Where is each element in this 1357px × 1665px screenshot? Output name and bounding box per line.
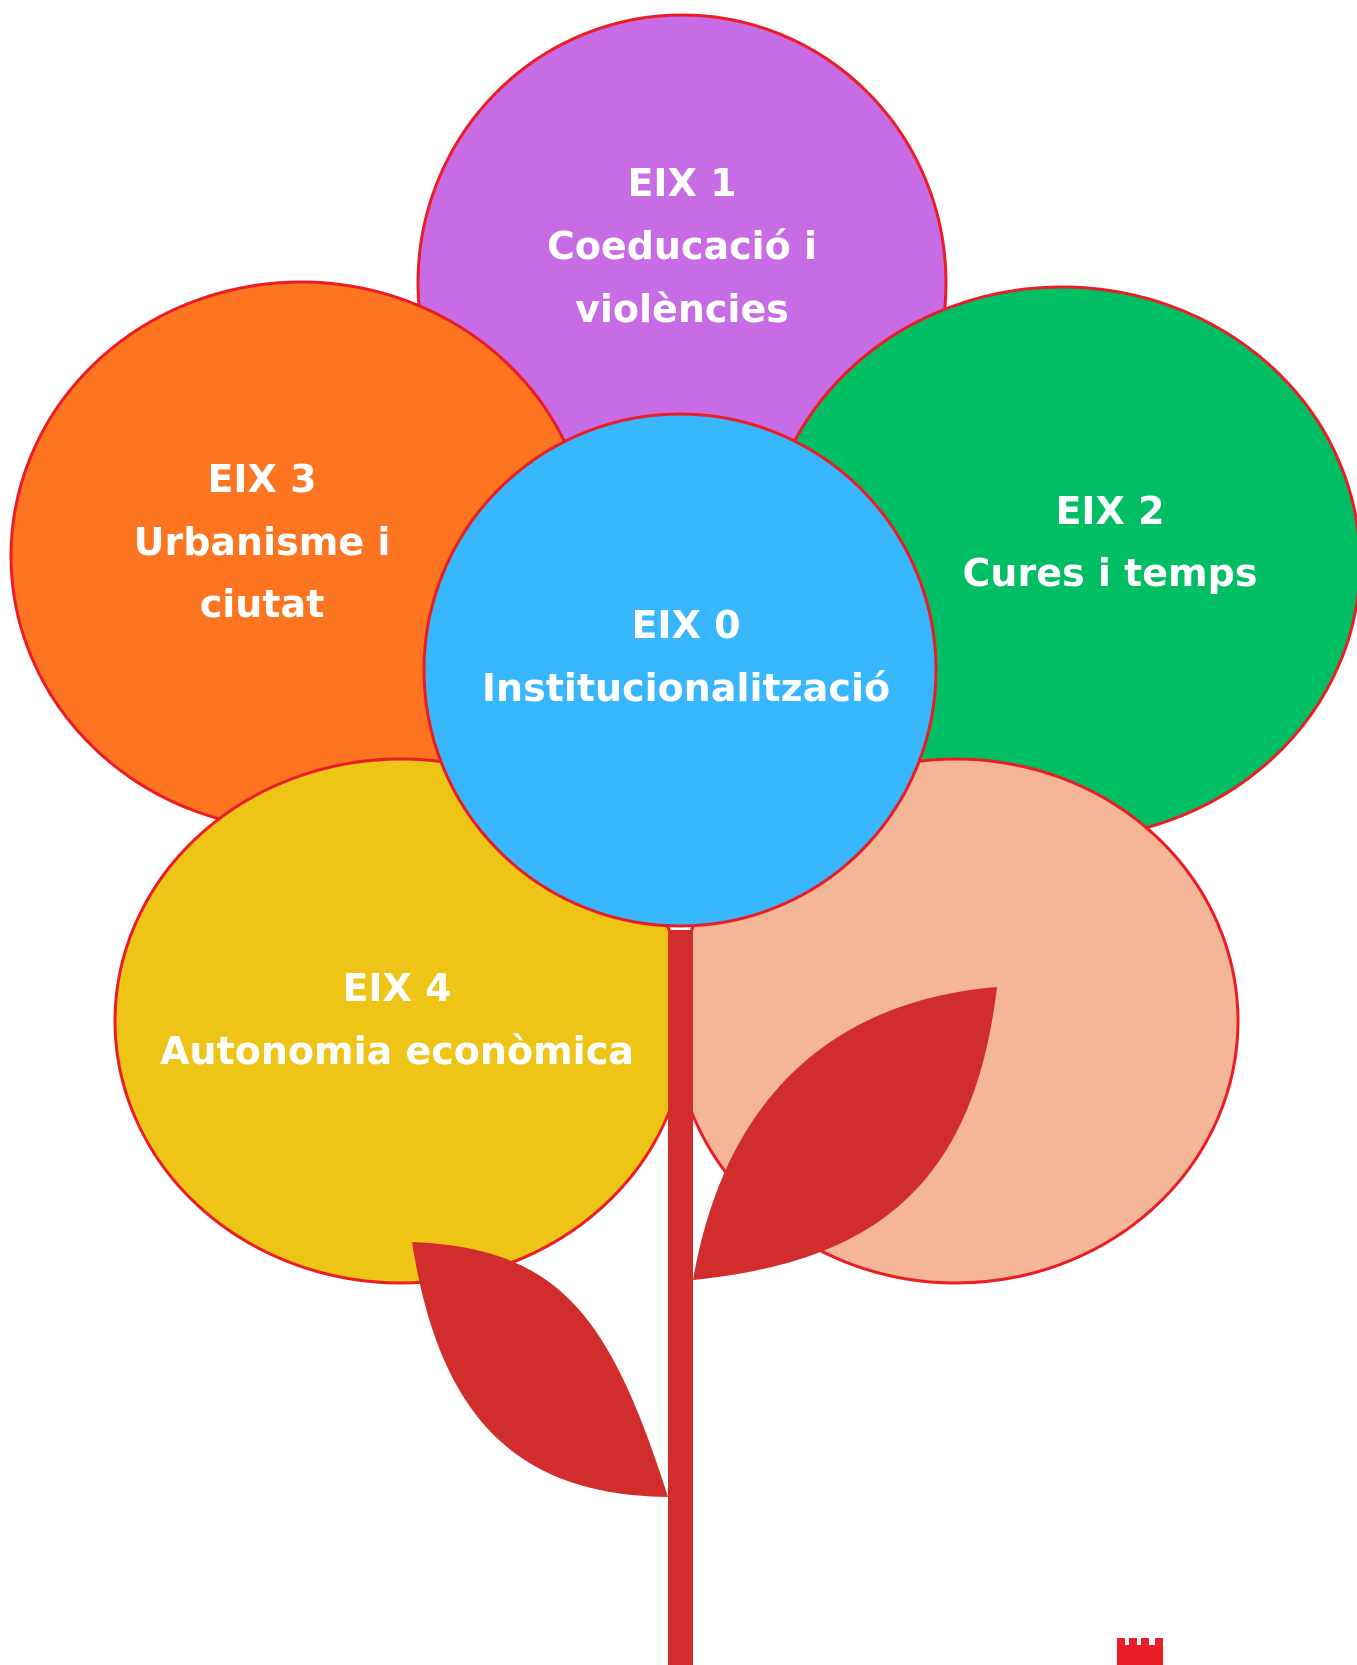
right-leaf [693,987,997,1280]
petal-eix-0-line-1: Institucionalització [482,666,890,710]
petal-eix-0-title: EIX 0 [631,603,740,647]
petal-eix-1-line-2: violències [575,287,789,331]
crest-merlon-4 [1155,1638,1163,1646]
petal-eix-0: EIX 0 Institucionalització [422,412,938,928]
petal-eix-4-line-1: Autonomia econòmica [160,1029,634,1073]
crest-merlon-2 [1129,1638,1137,1646]
crest-merlon-3 [1141,1638,1149,1646]
petal-eix-3-title: EIX 3 [207,457,316,501]
stem-with-leaves [412,930,997,1665]
stem [668,930,693,1665]
petal-eix-1-line-1: Coeducació i [547,224,817,268]
petal-eix-2-line-1: Cures i temps [963,551,1258,595]
petal-eix-4-title: EIX 4 [342,966,451,1010]
left-leaf [412,1242,668,1497]
petal-eix-1-title: EIX 1 [627,161,736,205]
petal-eix-3-line-2: ciutat [200,582,325,626]
petal-eix-3-line-1: Urbanisme i [134,520,391,564]
petal-eix-0-shape [422,412,938,928]
crest-merlon-1 [1117,1638,1125,1646]
crest-base [1117,1645,1163,1665]
municipal-crest-icon [1117,1638,1163,1665]
petal-eix-2-title: EIX 2 [1055,489,1164,533]
